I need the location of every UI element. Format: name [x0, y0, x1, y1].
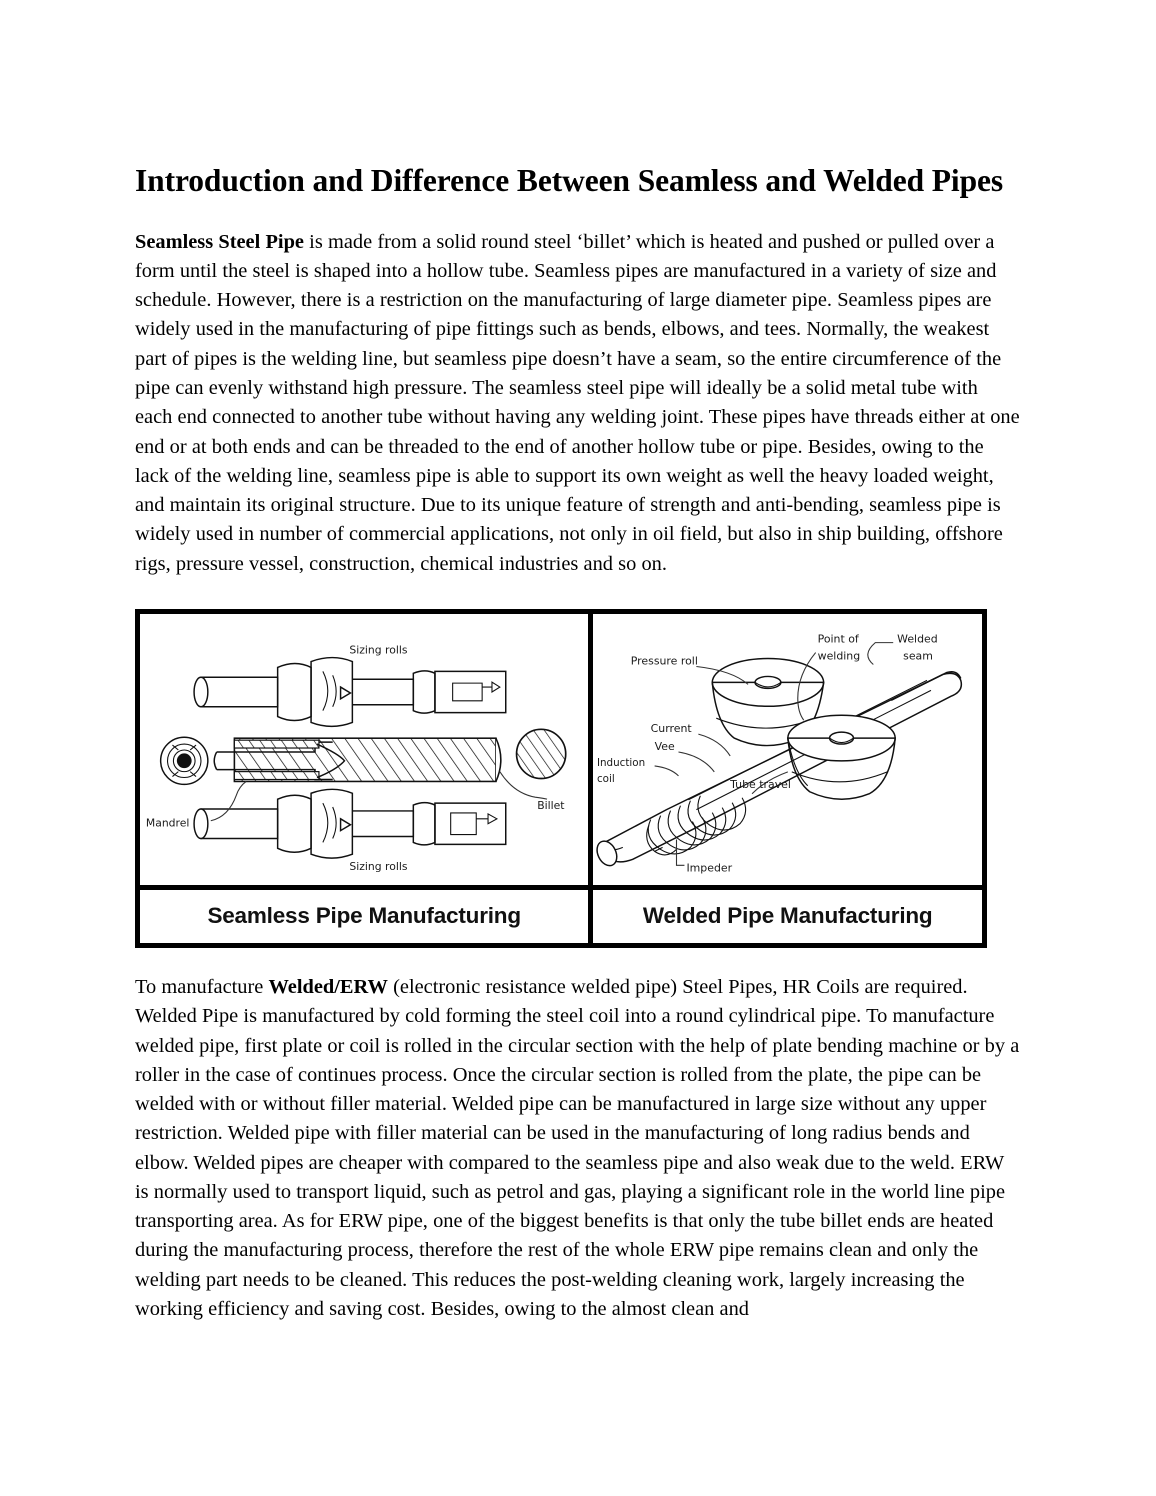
vee-leader-line: [678, 751, 716, 773]
billet-cross-section-icon: [515, 728, 567, 780]
figure-panels: Sizing rolls: [140, 613, 982, 885]
paragraph-welded-erw-pipe: To manufacture Welded/ERW (electronic re…: [135, 948, 1020, 1324]
pressure-roll-leader-line: [696, 665, 749, 685]
label-vee: Vee: [655, 740, 675, 753]
label-mandrel: Mandrel: [146, 817, 189, 830]
label-impeder: Impeder: [687, 861, 733, 874]
label-welded-seam-line1: Welded: [898, 633, 939, 646]
caption-welded-pipe-manufacturing: Welded Pipe Manufacturing: [642, 903, 933, 929]
label-pressure-roll: Pressure roll: [631, 654, 698, 667]
caption-seamless-pipe-manufacturing: Seamless Pipe Manufacturing: [140, 889, 594, 943]
seamless-diagram-svg: Sizing rolls: [146, 644, 567, 873]
label-sizing-rolls-top: Sizing rolls: [349, 644, 407, 657]
label-point-of-welding-line1: Point of: [818, 633, 860, 646]
sizing-roll-bottom: [193, 788, 507, 859]
billet-leader-line: [499, 771, 548, 800]
induction-coil-leader-line: [654, 765, 680, 777]
mandrel-leader-line: [210, 780, 247, 822]
mandrel-cross-section-icon: [159, 736, 209, 786]
induction-coil: [648, 795, 747, 855]
seamless-pipe-manufacturing-diagram: Sizing rolls: [140, 613, 594, 885]
pipe-manufacturing-figure: Sizing rolls: [135, 608, 987, 948]
tube-travel-leader-line: [751, 771, 789, 795]
label-induction-coil-line2: coil: [597, 773, 615, 785]
paragraph-seamless-steel-pipe: Seamless Steel Pipe is made from a solid…: [135, 202, 1020, 579]
paragraph2-prefix: To manufacture: [135, 975, 269, 998]
label-point-of-welding-line2: welding: [818, 649, 861, 662]
sizing-roll-top: [193, 656, 507, 728]
paragraph1-lead-in: Seamless Steel Pipe: [135, 230, 304, 253]
paragraph2-body: (electronic resistance welded pipe) Stee…: [135, 975, 1020, 1321]
paragraph2-lead-in: Welded/ERW: [268, 975, 388, 998]
mandrel-rod: [213, 739, 346, 781]
label-billet: Billet: [537, 799, 564, 812]
label-induction-coil-line1: Induction: [597, 757, 645, 769]
welded-seam-leader-line: [867, 642, 894, 665]
tube-body: [596, 672, 963, 867]
welded-diagram-svg: Pressure roll Point of welding Welded se…: [596, 633, 963, 874]
label-sizing-rolls-bottom: Sizing rolls: [349, 860, 407, 873]
impeder-leader-line: [676, 839, 685, 866]
impeder: [646, 825, 678, 856]
label-tube-travel: Tube travel: [730, 778, 792, 791]
label-current: Current: [651, 722, 693, 735]
figure-caption-row: Seamless Pipe Manufacturing Welded Pipe …: [140, 884, 982, 943]
paragraph1-body: is made from a solid round steel ‘billet…: [135, 230, 1020, 575]
current-leader-line: [698, 733, 731, 757]
label-welded-seam-line2: seam: [903, 649, 933, 662]
pressure-roll-lower: [787, 714, 897, 800]
welded-erw-pipe-manufacturing-diagram: Pressure roll Point of welding Welded se…: [593, 613, 982, 885]
page-title: Introduction and Difference Between Seam…: [135, 163, 1004, 198]
point-of-welding-leader-line: [797, 652, 817, 721]
